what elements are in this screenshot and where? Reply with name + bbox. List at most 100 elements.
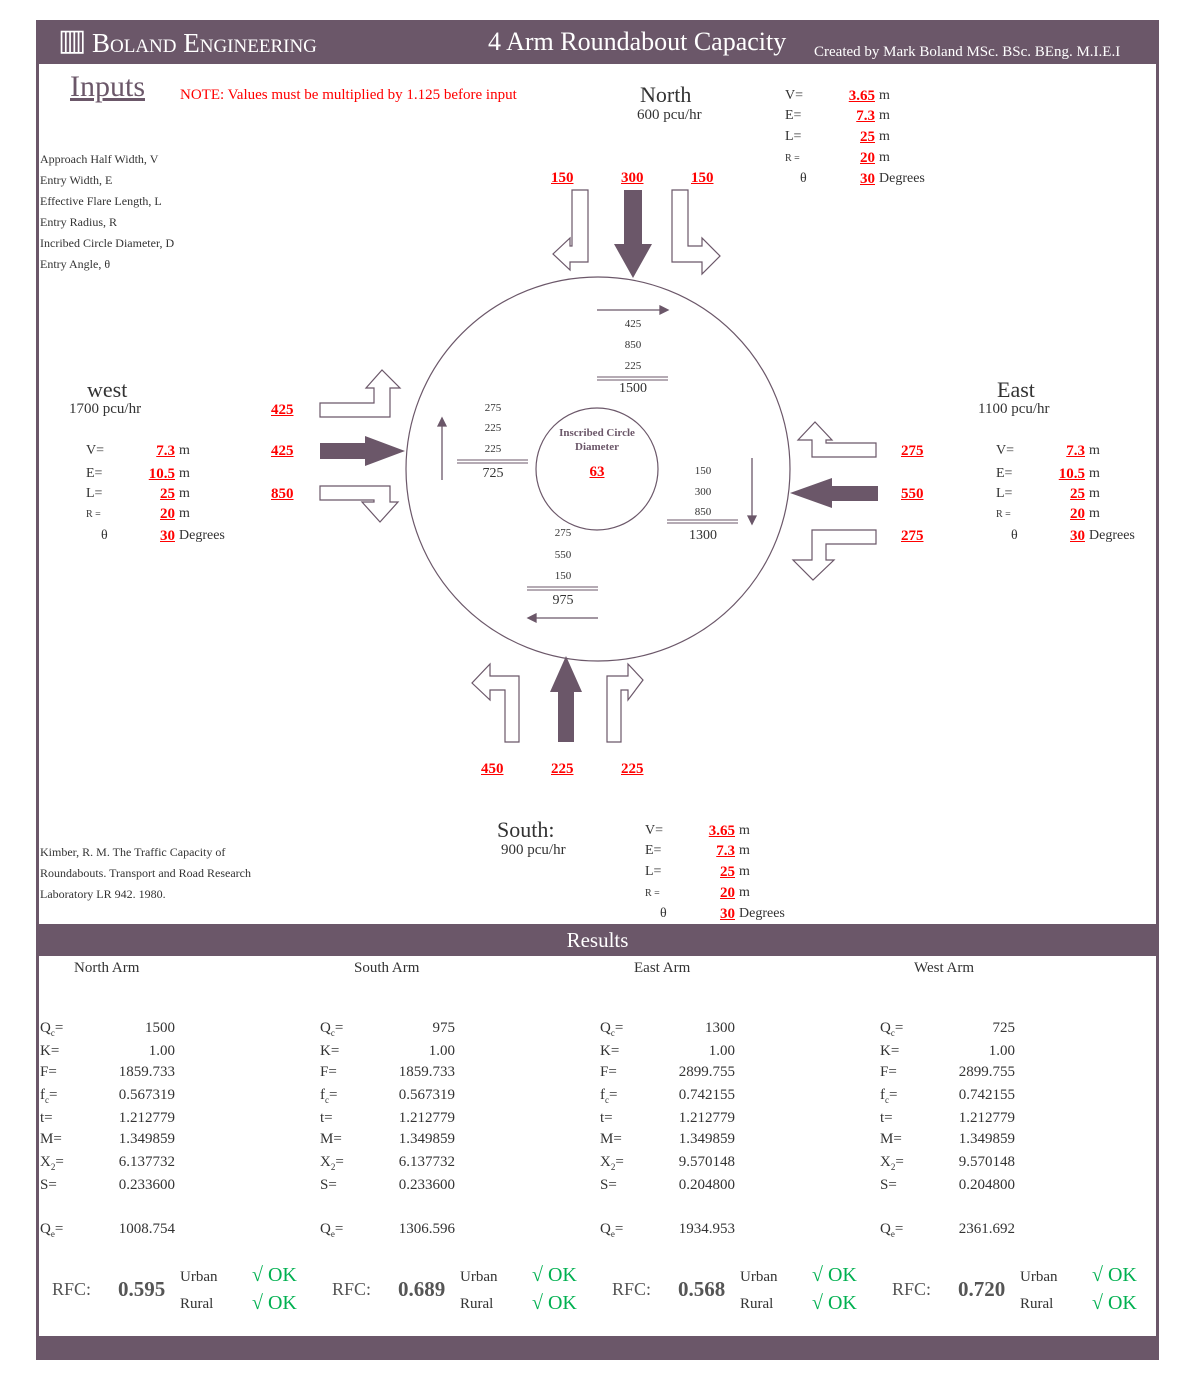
- north-param-input[interactable]: 3.65: [848, 88, 875, 104]
- west-param-input[interactable]: 25: [160, 486, 175, 502]
- arm-result-heading: West Arm: [914, 960, 975, 976]
- north-turn-volume-input[interactable]: 300: [621, 170, 644, 186]
- east-turn-volume-input[interactable]: 275: [901, 528, 924, 544]
- urban-label: Urban: [460, 1269, 498, 1285]
- result-label: S=: [880, 1177, 897, 1193]
- east-straight-arrow-icon: [790, 478, 878, 508]
- east-arm-flow: 1100 pcu/hr: [978, 401, 1050, 417]
- north-turn-volume-input[interactable]: 150: [551, 170, 574, 186]
- result-value: 1500: [145, 1020, 175, 1036]
- header-bar: ▥ Boland Engineering 4 Arm Roundabout Ca…: [36, 20, 1159, 64]
- credit: Created by Mark Boland MSc. BSc. BEng. M…: [814, 44, 1121, 60]
- parameter-legend-item: Incribed Circle Diameter, D: [40, 236, 175, 250]
- west-param-input[interactable]: 30: [160, 528, 175, 544]
- north-param-unit: Degrees: [879, 171, 925, 186]
- south-turn-volume-input[interactable]: 225: [621, 761, 644, 777]
- south-param-unit: m: [739, 843, 750, 858]
- west-param-input[interactable]: 10.5: [148, 466, 175, 482]
- east-param-input[interactable]: 7.3: [1066, 443, 1085, 459]
- east-param-input[interactable]: 30: [1070, 528, 1085, 544]
- result-value: 1300: [705, 1020, 735, 1036]
- south-turn-volume-input[interactable]: 225: [551, 761, 574, 777]
- south-param-label: R =: [645, 888, 660, 899]
- north-arm-flow: 600 pcu/hr: [637, 107, 702, 123]
- north-left-turn-arrow-icon: [552, 189, 589, 272]
- result-value: 1859.733: [398, 1064, 455, 1080]
- circulating-flow-left: 225: [484, 422, 502, 434]
- brand-name: Boland Engineering: [92, 28, 317, 58]
- east-param-input[interactable]: 10.5: [1058, 466, 1085, 482]
- reference-line: Kimber, R. M. The Traffic Capacity of: [40, 845, 226, 859]
- north-param-input[interactable]: 20: [860, 150, 875, 166]
- arm-result-heading: South Arm: [354, 960, 420, 976]
- west-turn-volume-input[interactable]: 425: [271, 443, 294, 459]
- east-param-input[interactable]: 20: [1070, 506, 1085, 522]
- result-label: F=: [600, 1064, 617, 1080]
- south-param-input[interactable]: 25: [720, 864, 735, 880]
- result-label: fc=: [320, 1087, 338, 1105]
- south-turn-volume-input[interactable]: 450: [481, 761, 504, 777]
- east-param-label: L=: [996, 486, 1013, 501]
- urban-status: √ OK: [812, 1264, 857, 1286]
- south-param-label: V=: [645, 823, 664, 838]
- south-param-label: E=: [645, 843, 662, 858]
- result-label: X2=: [40, 1154, 64, 1172]
- circulating-flow-bottom: 275: [554, 527, 572, 539]
- east-param-input[interactable]: 25: [1070, 486, 1085, 502]
- inputs-heading: Inputs: [70, 70, 145, 103]
- flow-arrow-icon: [436, 416, 448, 427]
- result-label: Qc=: [40, 1020, 64, 1038]
- result-value: 9.570148: [678, 1154, 735, 1170]
- circulating-flow-top: 850: [624, 339, 642, 351]
- west-turn-volume-input[interactable]: 850: [271, 486, 294, 502]
- result-value: 0.233600: [118, 1177, 175, 1193]
- west-param-unit: m: [179, 506, 190, 521]
- result-value: 0.742155: [958, 1087, 1015, 1103]
- reference-line: Roundabouts. Transport and Road Research: [40, 866, 251, 880]
- south-param-unit: m: [739, 864, 750, 879]
- result-label: fc=: [40, 1087, 58, 1105]
- page-title: 4 Arm Roundabout Capacity: [488, 27, 787, 56]
- rfc-label: RFC:: [332, 1279, 372, 1299]
- west-param-input[interactable]: 20: [160, 506, 175, 522]
- south-param-input[interactable]: 3.65: [708, 823, 735, 839]
- urban-status: √ OK: [1092, 1264, 1137, 1286]
- result-label: Qe=: [600, 1221, 624, 1239]
- arm-result-heading: North Arm: [74, 960, 140, 976]
- result-value: 1.212779: [118, 1110, 175, 1126]
- result-value: 0.567319: [118, 1087, 175, 1103]
- north-turn-volume-input[interactable]: 150: [691, 170, 714, 186]
- input-note: NOTE: Values must be multiplied by 1.125…: [180, 87, 517, 103]
- result-value: 0.233600: [398, 1177, 455, 1193]
- east-turn-volume-input[interactable]: 275: [901, 443, 924, 459]
- south-param-unit: m: [739, 823, 750, 838]
- north-param-input[interactable]: 25: [860, 129, 875, 145]
- west-arm-name: west: [87, 377, 128, 402]
- east-turn-volume-input[interactable]: 550: [901, 486, 924, 502]
- result-value: 1.349859: [118, 1131, 175, 1147]
- west-param-label: θ: [101, 528, 108, 543]
- west-param-input[interactable]: 7.3: [156, 443, 175, 459]
- north-param-unit: m: [879, 88, 890, 103]
- south-param-input[interactable]: 30: [720, 906, 735, 922]
- north-param-unit: m: [879, 108, 890, 123]
- circulating-flow-right: 850: [694, 506, 712, 518]
- logo-icon: ▥: [58, 24, 87, 57]
- west-turn-volume-input[interactable]: 425: [271, 402, 294, 418]
- north-param-input[interactable]: 7.3: [856, 108, 875, 124]
- result-value: 2899.755: [678, 1064, 735, 1080]
- south-param-input[interactable]: 7.3: [716, 843, 735, 859]
- diameter-input[interactable]: 63: [589, 464, 605, 480]
- result-label: F=: [40, 1064, 57, 1080]
- circulating-flow-right: 300: [694, 486, 712, 498]
- east-param-unit: m: [1089, 506, 1100, 521]
- arm-result-heading: East Arm: [634, 960, 691, 976]
- north-param-input[interactable]: 30: [860, 171, 875, 187]
- west-param-unit: m: [179, 486, 190, 501]
- north-arm-name: North: [640, 82, 692, 107]
- west-param-label: L=: [86, 486, 103, 501]
- south-param-input[interactable]: 20: [720, 885, 735, 901]
- rural-label: Rural: [740, 1296, 774, 1312]
- result-label: M=: [40, 1131, 62, 1147]
